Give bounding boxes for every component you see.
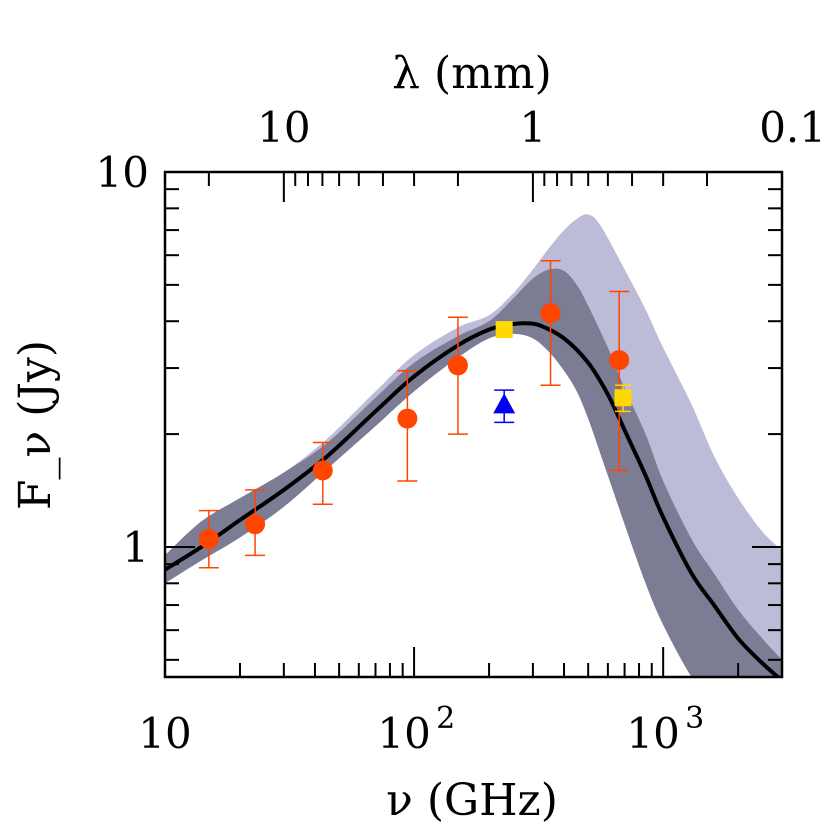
circle-point-0 [198, 529, 219, 550]
circle-point-4 [447, 355, 468, 376]
model-bands [165, 214, 782, 677]
y-tick-label-0: 1 [122, 523, 149, 572]
x-tick-label-2: 10 [626, 709, 679, 758]
data-markers [198, 303, 632, 550]
axis-ticks [164, 171, 783, 677]
circle-point-2 [312, 460, 333, 481]
circle-point-5 [540, 303, 561, 324]
x-tick-exp-2: 3 [685, 701, 704, 736]
x-axis-label: ν (GHz) [386, 775, 558, 826]
square-point-0 [495, 321, 513, 339]
x-tick-label-0: 10 [138, 709, 191, 758]
top-tick-label-1: 1 [520, 103, 547, 152]
top-tick-label-0: 10 [257, 103, 310, 152]
circle-point-6 [609, 350, 630, 371]
outer-uncertainty-band [165, 214, 782, 677]
x-tick-label-1: 10 [377, 709, 430, 758]
square-point-1 [614, 389, 632, 407]
y-axis-label: F_ν (Jy) [10, 340, 61, 510]
circle-point-1 [245, 514, 266, 535]
inner-uncertainty-band [165, 268, 782, 677]
x-tick-exp-1: 2 [436, 701, 455, 736]
plot-frame [163, 170, 784, 679]
top-tick-label-2: 0.1 [759, 103, 826, 152]
top-axis-label: λ (mm) [392, 48, 552, 99]
y-tick-label-1: 10 [96, 148, 149, 197]
circle-point-3 [397, 408, 418, 429]
triangle-point-0 [493, 393, 516, 414]
